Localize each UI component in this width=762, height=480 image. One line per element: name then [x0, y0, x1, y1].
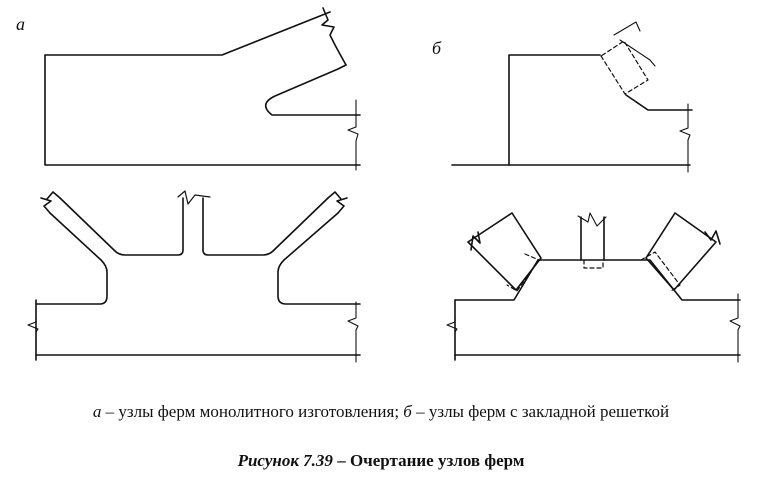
caption-text-b: – узлы ферм с закладной решеткой: [411, 402, 670, 421]
figure-number: Рисунок 7.39: [237, 451, 333, 470]
monolithic-upper-node: [45, 8, 360, 170]
embedded-lower-node: [447, 213, 740, 362]
truss-nodes-drawing: [0, 0, 762, 400]
caption-mark-a: а: [92, 402, 102, 421]
caption-text-a: – узлы ферм монолитного изготовления;: [101, 402, 404, 421]
figure-caption: а – узлы ферм монолитного изготовления; …: [0, 402, 762, 422]
monolithic-lower-node: [28, 191, 360, 362]
caption-mark-b: б: [403, 402, 412, 421]
figure-title-text: – Очертание узлов ферм: [332, 451, 525, 470]
label-a: а: [16, 14, 25, 34]
label-b: б: [432, 38, 442, 58]
figure-title: Рисунок 7.39 – Очертание узлов ферм: [0, 451, 762, 471]
embedded-upper-node: [452, 22, 692, 172]
